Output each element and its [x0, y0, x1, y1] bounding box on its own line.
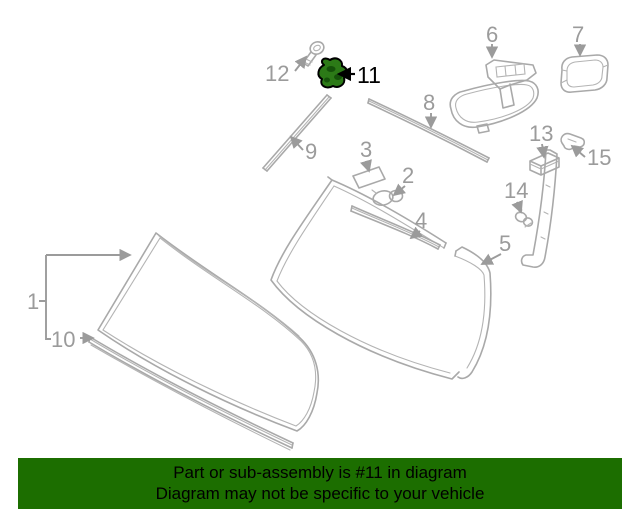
highlight-notice-banner: Part or sub-assembly is #11 in diagram D… [18, 458, 622, 509]
part-arrow-15 [570, 144, 586, 158]
part-10-lower-molding [88, 336, 294, 451]
part-arrow-12 [294, 55, 308, 72]
part-label-6: 6 [486, 22, 498, 47]
part-arrow-3 [360, 159, 372, 173]
part-label-5: 5 [499, 231, 511, 256]
part-6-rear-view-mirror [449, 59, 539, 134]
part-label-13: 13 [529, 121, 553, 146]
part-13-pillar-garnish [520, 149, 560, 268]
part-label-8: 8 [423, 90, 435, 115]
part-arrow-1-bracket [39, 255, 51, 340]
part-7-mirror-cover [560, 54, 609, 93]
part-label-9: 9 [305, 139, 317, 164]
part-1-windshield-glass [97, 232, 320, 432]
part-arrow-2 [392, 183, 407, 197]
part-9-molding-strip [262, 94, 332, 172]
part-label-11: 11 [357, 62, 381, 88]
part-label-14: 14 [504, 178, 528, 203]
part-label-10: 10 [51, 327, 75, 352]
callout-labels: 1 2 3 4 5 6 7 8 9 10 11 12 13 14 15 [27, 22, 611, 352]
part-arrow-4 [409, 226, 424, 240]
part-label-2: 2 [402, 163, 414, 188]
part-5-side-molding [454, 246, 492, 380]
part-arrow-9 [289, 135, 304, 151]
part-8-molding-strip [367, 98, 490, 163]
part-label-15: 15 [587, 145, 611, 170]
part-label-7: 7 [572, 22, 584, 47]
part-label-12: 12 [265, 61, 289, 86]
parts-diagram-illustration: 1 2 3 4 5 6 7 8 9 10 11 12 13 14 15 [27, 22, 611, 451]
part-arrow-13 [536, 143, 549, 159]
part-arrow-14 [511, 199, 523, 214]
banner-line-1: Part or sub-assembly is #11 in diagram [173, 463, 467, 482]
windshield-weatherstrip-frame [270, 176, 460, 380]
part-4-upper-molding [350, 205, 441, 250]
banner-line-2: Diagram may not be specific to your vehi… [155, 484, 485, 503]
part-arrow-5 [480, 253, 502, 265]
leader-arrows [39, 44, 587, 345]
part-14-grommet [514, 209, 534, 228]
part-label-3: 3 [360, 137, 372, 162]
part-label-1: 1 [27, 289, 39, 314]
part-label-4: 4 [415, 208, 427, 233]
part-15-clip [560, 132, 586, 151]
